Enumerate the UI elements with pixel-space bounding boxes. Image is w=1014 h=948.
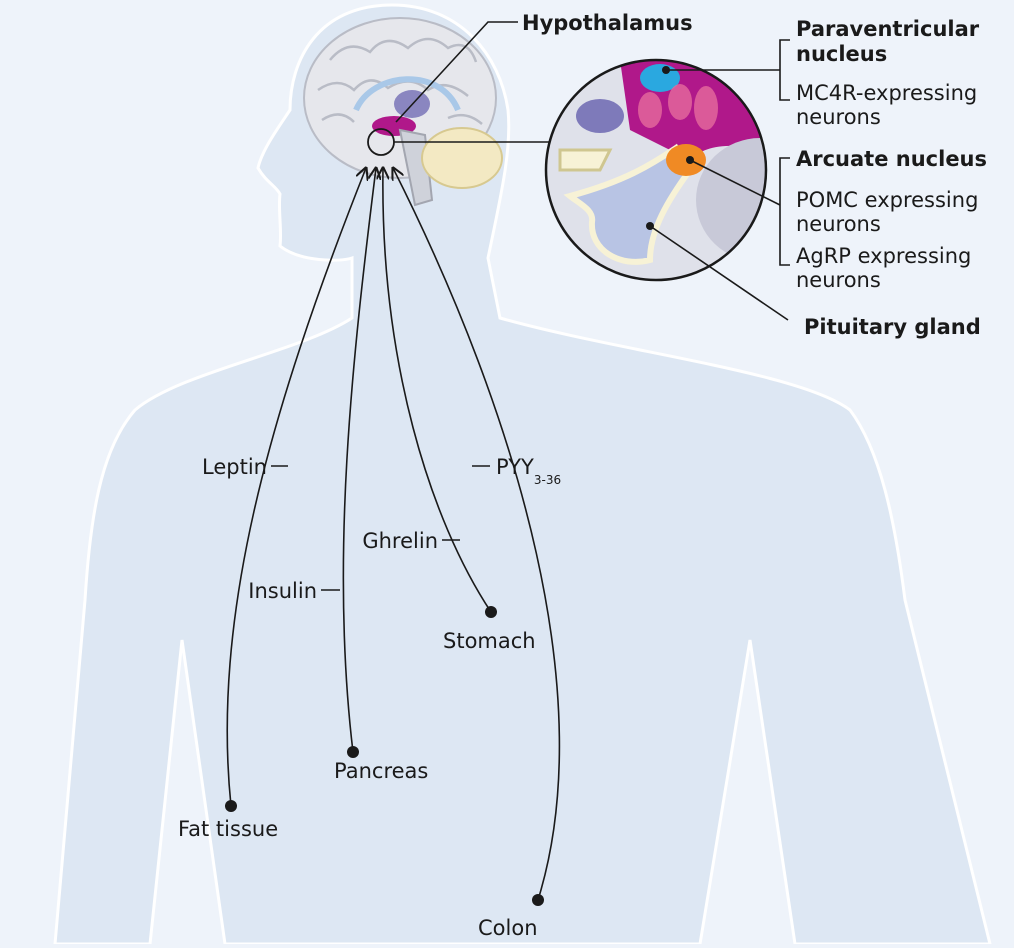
mc4r-dot (662, 66, 670, 74)
leptin-label: Leptin (202, 455, 267, 479)
colon-label: Colon (478, 916, 538, 940)
pancreas-label: Pancreas (334, 759, 428, 783)
agrp-label-line2: neurons (796, 268, 881, 292)
paraventricular-label-line2: nucleus (796, 42, 887, 66)
pyy-subscript: 3-36 (534, 473, 561, 487)
arcuate-dot (686, 156, 694, 164)
fat-tissue-dot (225, 800, 237, 812)
stomach-dot (485, 606, 497, 618)
agrp-label-line1: AgRP expressing (796, 244, 971, 268)
pancreas-dot (347, 746, 359, 758)
colon-dot (532, 894, 544, 906)
pituitary-dot (646, 222, 654, 230)
pomc-label-line1: POMC expressing (796, 188, 978, 212)
stomach-label: Stomach (443, 629, 536, 653)
pyy-text: PYY (496, 455, 534, 479)
insulin-label: Insulin (248, 579, 317, 603)
paraventricular-label-line1: Paraventricular (796, 17, 980, 41)
arcuate-label: Arcuate nucleus (796, 147, 987, 171)
hypothalamus-label: Hypothalamus (522, 11, 693, 35)
ghrelin-label: Ghrelin (362, 529, 438, 553)
pomc-label-line2: neurons (796, 212, 881, 236)
fat-tissue-label: Fat tissue (178, 817, 278, 841)
mc4r-label-line1: MC4R-expressing (796, 81, 977, 105)
pituitary-label: Pituitary gland (804, 315, 981, 339)
mc4r-label-line2: neurons (796, 105, 881, 129)
